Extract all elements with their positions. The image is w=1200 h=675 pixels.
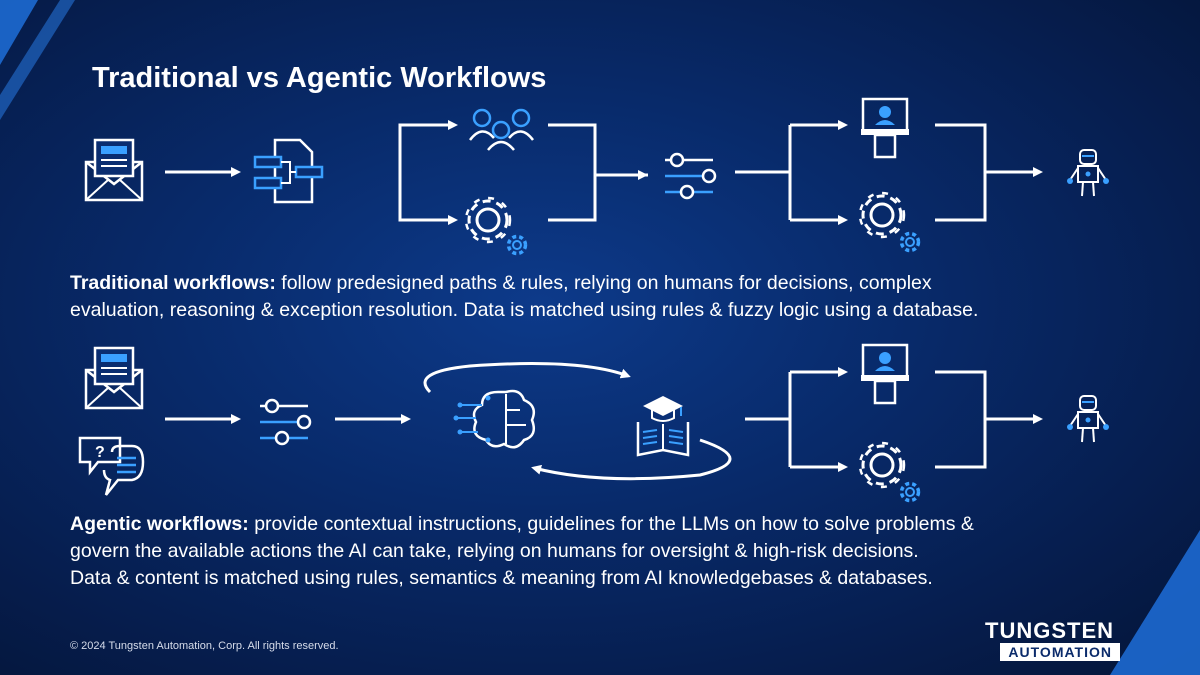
loop-arrows bbox=[423, 362, 732, 481]
merge-connector bbox=[935, 370, 987, 469]
human-desk-icon bbox=[859, 343, 911, 405]
merge-connector bbox=[548, 123, 648, 222]
chat-question-icon: ? bbox=[78, 436, 145, 496]
tungsten-logo: TUNGSTEN AUTOMATION bbox=[938, 618, 1128, 662]
agentic-description: Agentic workflows: provide contextual in… bbox=[70, 511, 974, 592]
agentic-line1: provide contextual instructions, guideli… bbox=[248, 513, 974, 535]
svg-text:?: ? bbox=[95, 444, 105, 461]
envelope-icon bbox=[84, 346, 144, 410]
traditional-line1: follow predesigned paths & rules, relyin… bbox=[275, 272, 932, 294]
envelope-icon bbox=[84, 138, 144, 202]
knowledge-book-icon bbox=[636, 396, 690, 457]
ai-brain-icon bbox=[453, 389, 535, 449]
human-desk-icon bbox=[859, 97, 911, 159]
gear-icon bbox=[858, 441, 921, 503]
people-group-icon bbox=[469, 108, 534, 151]
robot-icon bbox=[1066, 395, 1110, 443]
traditional-description: Traditional workflows: follow predesigne… bbox=[70, 270, 978, 324]
agentic-label: Agentic workflows: bbox=[70, 513, 249, 535]
branch-connector bbox=[398, 123, 455, 222]
traditional-label: Traditional workflows: bbox=[70, 272, 276, 294]
gear-icon bbox=[858, 191, 921, 253]
traditional-line2: evaluation, reasoning & exception resolu… bbox=[70, 299, 979, 321]
robot-icon bbox=[1066, 149, 1110, 197]
agentic-line3: Data & content is matched using rules, s… bbox=[70, 567, 933, 589]
sliders-icon bbox=[663, 152, 717, 200]
corner-stripe bbox=[0, 0, 38, 65]
corner-stripe bbox=[0, 0, 75, 120]
slide-title: Traditional vs Agentic Workflows bbox=[92, 62, 547, 94]
sliders-icon bbox=[258, 398, 312, 446]
copyright-text: © 2024 Tungsten Automation, Corp. All ri… bbox=[70, 640, 339, 652]
gear-icon bbox=[464, 196, 528, 256]
document-flow-icon bbox=[253, 138, 324, 204]
logo-bottom-text: AUTOMATION bbox=[1000, 643, 1120, 661]
corner-stripe bbox=[1110, 530, 1200, 675]
logo-top-text: TUNGSTEN bbox=[985, 618, 1114, 643]
agentic-line2: govern the available actions the AI can … bbox=[70, 540, 919, 562]
